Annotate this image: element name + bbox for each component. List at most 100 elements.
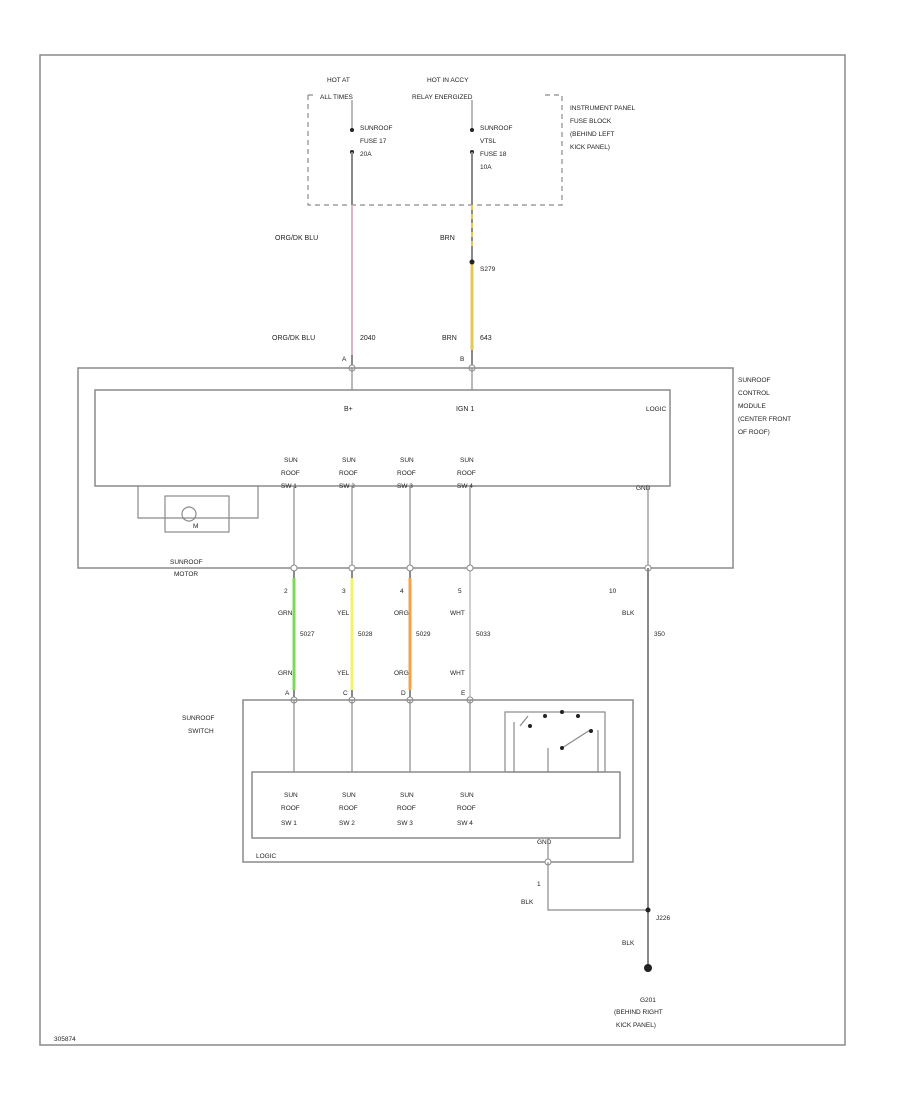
switch-input-1: SUN ROOF SW 1 (281, 792, 300, 827)
motor-symbol: M (193, 523, 198, 530)
fuse-block-name-2: FUSE BLOCK (570, 118, 612, 125)
svg-text:ROOF: ROOF (457, 805, 476, 812)
switch-gnd-pin: 1 (537, 881, 541, 888)
module-gnd-label: GND (636, 485, 651, 492)
splice-label: S279 (480, 266, 496, 273)
module-input-2: SUN ROOF SW 2 (339, 457, 358, 490)
fuse1-label-3: 20A (360, 151, 372, 158)
ground-symbol (644, 964, 652, 972)
wire1-color-bottom: GRN (278, 670, 293, 677)
splice-j226 (645, 907, 651, 913)
svg-text:SW 4: SW 4 (457, 820, 473, 827)
wire2-circuit: 643 (480, 335, 492, 342)
switch-input-4: SUN ROOF SW 4 (457, 792, 476, 827)
wire2-color-top: BRN (440, 235, 455, 242)
svg-text:SUN: SUN (400, 457, 414, 464)
wire3-color-top: ORG (394, 610, 409, 617)
svg-text:SW 4: SW 4 (457, 483, 473, 490)
splice-j226-label: J226 (656, 915, 670, 922)
diagram-frame (39, 54, 846, 1046)
motor-label-1: SUNROOF (170, 559, 203, 566)
wire4-color-top: WHT (450, 610, 465, 617)
wire1-pin: 2 (284, 588, 288, 595)
motor-label-2: MOTOR (174, 571, 198, 578)
svg-text:SW 3: SW 3 (397, 483, 413, 490)
svg-text:SUN: SUN (342, 457, 356, 464)
ground-wire-circuit: 350 (654, 631, 665, 638)
switch-gnd-wire-color: BLK (521, 899, 534, 906)
svg-text:ROOF: ROOF (281, 470, 300, 477)
wire1-color-top: ORG/DK BLU (275, 235, 318, 242)
svg-text:SUN: SUN (460, 792, 474, 799)
svg-text:ROOF: ROOF (457, 470, 476, 477)
module-ground-wire: 10 BLK 350 (609, 568, 665, 968)
fuse-col2-header-1: HOT IN ACCY (427, 77, 469, 84)
module-name-3: MODULE (738, 403, 766, 410)
module-name-2: CONTROL (738, 390, 770, 397)
svg-text:SW 3: SW 3 (397, 820, 413, 827)
wire4-color-bottom: WHT (450, 670, 465, 677)
wire1-color-bottom: ORG/DK BLU (272, 335, 315, 342)
module-name-5: OF ROOF) (738, 429, 770, 436)
switch-name-2: SWITCH (188, 728, 214, 735)
switch-pin-4: E (461, 690, 466, 697)
svg-text:ROOF: ROOF (397, 805, 416, 812)
module-name-4: (CENTER FRONT (738, 416, 791, 423)
switch-input-3: SUN ROOF SW 3 (397, 792, 416, 827)
fuse2-terminal-top (470, 128, 474, 132)
svg-text:SUN: SUN (460, 457, 474, 464)
svg-text:SW 1: SW 1 (281, 483, 297, 490)
switch-signal-wires: 2 3 4 5 GRN YEL ORG WHT 5027 5028 5029 5… (278, 564, 652, 704)
svg-text:SW 2: SW 2 (339, 483, 355, 490)
ground-pin: 10 (609, 588, 617, 595)
wire1-circuit: 5027 (300, 631, 315, 638)
wire2-pin: 3 (342, 588, 346, 595)
switch-input-2: SUN ROOF SW 2 (339, 792, 358, 827)
switch-contacts-icon (504, 710, 606, 773)
module-logic-box (94, 389, 671, 487)
wire2-circuit: 5028 (358, 631, 373, 638)
wire2-color-bottom: YEL (337, 670, 350, 677)
module-input-1: SUN ROOF SW 1 (281, 457, 300, 490)
switch-logic-label: LOGIC (256, 853, 277, 860)
fuse2-label-3: FUSE 18 (480, 151, 507, 158)
svg-text:ROOF: ROOF (339, 805, 358, 812)
module-input-4: SUN ROOF SW 4 (457, 457, 476, 490)
switch-outline (242, 699, 634, 863)
module-pin-a: A (342, 356, 347, 363)
splice-s279 (469, 259, 475, 265)
svg-text:ROOF: ROOF (281, 805, 300, 812)
diagram-code: 305874 (54, 1036, 76, 1043)
ground-name: G201 (640, 997, 656, 1004)
module-ign-label: IGN 1 (456, 406, 474, 413)
ground-g201: J226 BLK G201 (BEHIND RIGHT KICK PANEL) (614, 907, 670, 1029)
fuse-block-outline (307, 94, 563, 206)
switch-pin-1: A (285, 690, 290, 697)
module-bplus-label: B+ (344, 406, 353, 413)
wire2-color-bottom: BRN (442, 335, 457, 342)
svg-text:SW 2: SW 2 (339, 820, 355, 827)
fuse1-label-1: SUNROOF (360, 125, 393, 132)
fuse2-label-1: SUNROOF (480, 125, 513, 132)
switch-pin-2: C (343, 690, 348, 697)
fuse-block-name-3: (BEHIND LEFT (570, 131, 614, 138)
sunroof-motor: M SUNROOF MOTOR (137, 486, 259, 578)
svg-text:SUN: SUN (284, 792, 298, 799)
wire3-color-bottom: ORG (394, 670, 409, 677)
switch-name-1: SUNROOF (182, 715, 215, 722)
svg-text:SUN: SUN (342, 792, 356, 799)
ground-location-2: KICK PANEL) (616, 1022, 656, 1029)
fuse2-label-4: 10A (480, 164, 492, 171)
svg-text:SW 1: SW 1 (281, 820, 297, 827)
wire1-color-top: GRN (278, 610, 293, 617)
module-input-3: SUN ROOF SW 3 (397, 457, 416, 490)
switch-ground-wire: 1 BLK (521, 862, 648, 911)
wire4-circuit: 5033 (476, 631, 491, 638)
fuse-col1-header-2: ALL TIMES (320, 94, 354, 101)
switch-gnd-label: GND (537, 839, 552, 846)
fuse1-label-2: FUSE 17 (360, 138, 387, 145)
ground-wire-color-2: BLK (622, 940, 635, 947)
ground-location-1: (BEHIND RIGHT (614, 1009, 663, 1016)
wire2-color-top: YEL (337, 610, 350, 617)
